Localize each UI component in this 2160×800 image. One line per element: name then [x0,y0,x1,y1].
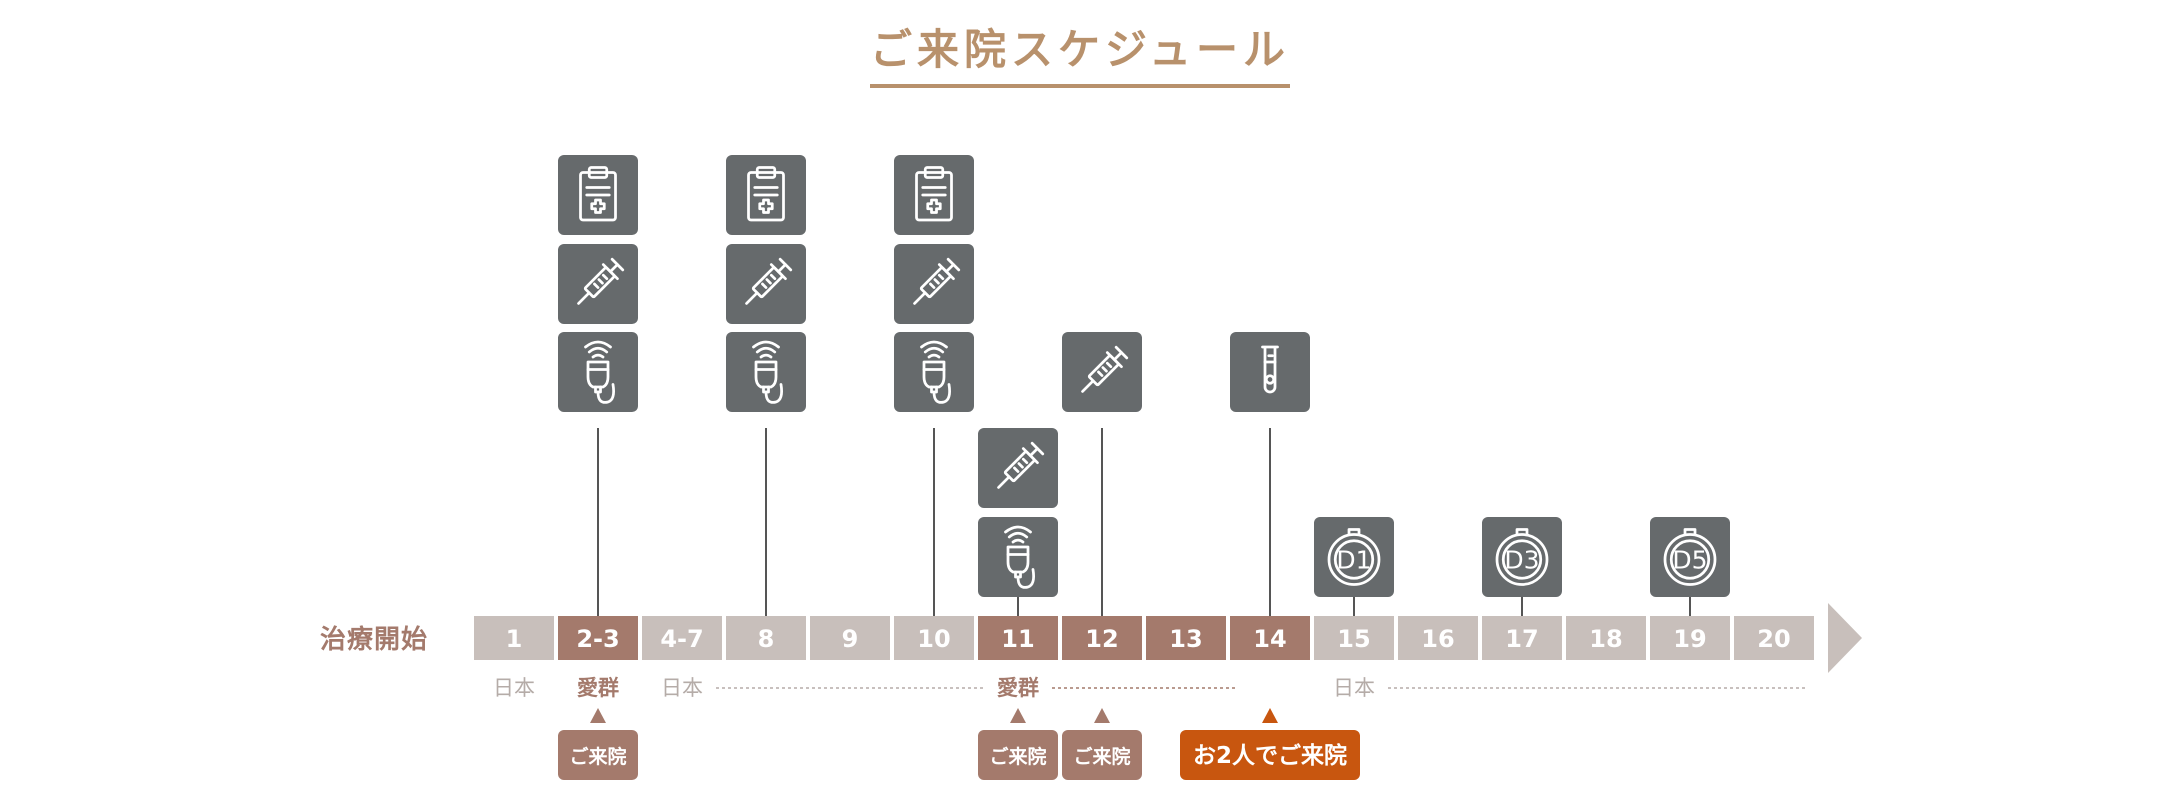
syringe-icon [1062,332,1142,412]
syringe-icon [558,244,638,324]
clipboard-medical-icon [726,155,806,235]
visit-arrow-icon [1094,708,1110,723]
visit-arrow-icon [1262,708,1278,723]
timeline-cell-4-7 [642,616,722,660]
embryo-d1-label: D1 [1336,545,1371,574]
timeline-cell-20 [1734,616,1814,660]
timeline-cell-label: 17 [1505,625,1538,653]
timeline-cell-10 [894,616,974,660]
timeline-cell-label: 12 [1085,625,1118,653]
timeline-cell-label: 13 [1169,625,1202,653]
timeline-cell-label: 16 [1421,625,1454,653]
ultrasound-probe-icon [726,332,806,412]
timeline-arrow-head [1828,603,1862,673]
location-labels: 日本 愛群 日本 愛群 日本 [493,676,1806,700]
embryo-d3-icon: D3 [1482,517,1562,597]
timeline-cell-label: 9 [842,625,859,653]
timeline-cell-17 [1482,616,1562,660]
visit-badge: ご来院 [558,730,638,780]
timeline-cell-12 [1062,616,1142,660]
timeline-cell-18 [1566,616,1646,660]
clipboard-medical-icon [558,155,638,235]
procedure-icons: D1 D3 D5 [558,155,1730,597]
visit-label: ご来院 [569,745,626,768]
embryo-d3-label: D3 [1504,545,1539,574]
timeline-cell-2-3 [558,616,638,660]
timeline-cell-1 [474,616,554,660]
visit-markers: ご来院 ご来院 ご来院 お2人でご来院 [558,708,1360,780]
visit-badge: ご来院 [1062,730,1142,780]
syringe-icon [726,244,806,324]
visit-label: ご来院 [989,745,1046,768]
clipboard-medical-icon [894,155,974,235]
timeline-cell-label: 11 [1001,625,1034,653]
visit-arrow-icon [1010,708,1026,723]
ultrasound-probe-icon [558,332,638,412]
location-aigun: 愛群 [577,676,619,700]
ultrasound-probe-icon [978,517,1058,597]
timeline-cell-label: 1 [506,625,523,653]
timeline-cell-15 [1314,616,1394,660]
timeline-cell-16 [1398,616,1478,660]
location-japan: 日本 [661,676,703,700]
syringe-icon [978,428,1058,508]
timeline-cell-9 [810,616,890,660]
visit-badge: ご来院 [978,730,1058,780]
visit-together-badge: お2人でご来院 [1180,730,1360,780]
location-aigun: 愛群 [997,676,1039,700]
timeline-cell-label: 10 [917,625,950,653]
timeline-cell-label: 2-3 [576,625,619,653]
treatment-start-label: 治療開始 [320,625,429,655]
connector-lines [597,428,1691,616]
visit-arrow-icon [590,708,606,723]
timeline-cell-13 [1146,616,1226,660]
page-title: ご来院スケジュール [0,20,2160,88]
embryo-d5-icon: D5 [1650,517,1730,597]
location-japan: 日本 [1333,676,1375,700]
embryo-d1-icon: D1 [1314,517,1394,597]
timeline-cell-label: 19 [1673,625,1706,653]
timeline-cell-14 [1230,616,1310,660]
timeline-cell-11 [978,616,1058,660]
timeline-cell-label: 18 [1589,625,1622,653]
location-japan: 日本 [493,676,535,700]
ultrasound-probe-icon [894,332,974,412]
syringe-icon [894,244,974,324]
timeline-cell-label: 4-7 [660,625,703,653]
visit-label: ご来院 [1073,745,1130,768]
timeline-cell-label: 15 [1337,625,1370,653]
timeline-cell-19 [1650,616,1730,660]
timeline-bar: 1 2-3 4-7 8 9 10 11 12 13 14 15 16 17 18 19 20 [474,603,1862,673]
title-text: ご来院スケジュール [869,20,1291,88]
timeline-cell-label: 20 [1757,625,1790,653]
test-tube-icon [1230,332,1310,412]
timeline-cell-8 [726,616,806,660]
timeline-cell-label: 8 [758,625,775,653]
timeline-cell-label: 14 [1253,625,1286,653]
embryo-d5-label: D5 [1672,545,1707,574]
visit-label: お2人でご来院 [1193,742,1347,769]
